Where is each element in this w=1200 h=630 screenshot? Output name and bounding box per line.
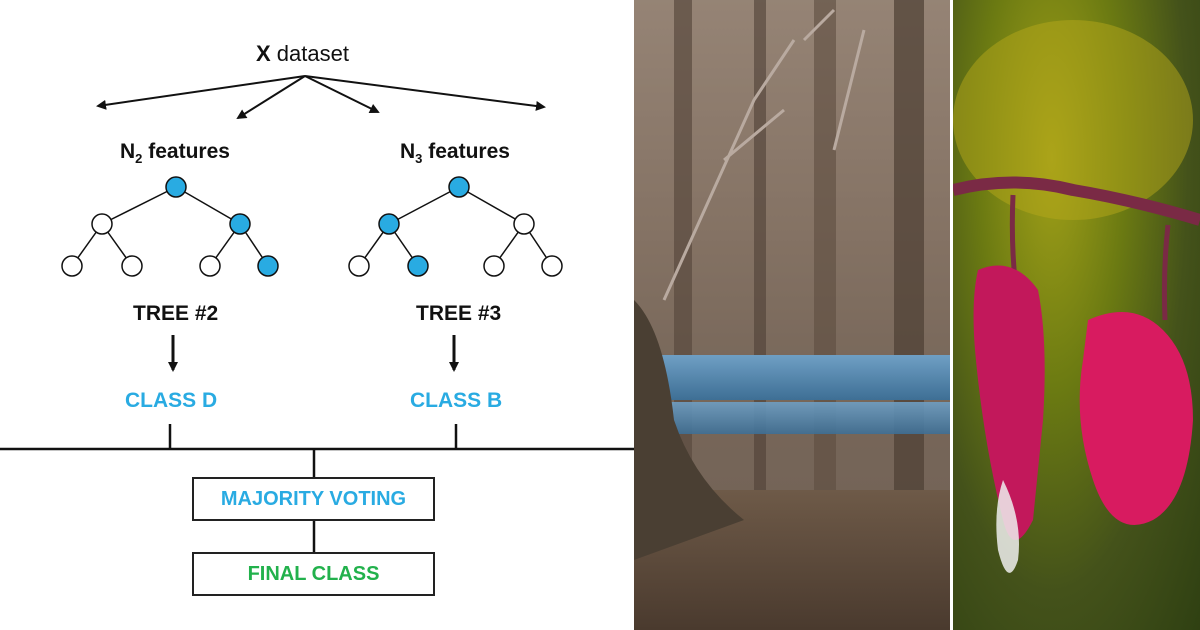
dataset-label: X dataset — [256, 41, 349, 67]
tree-2-label: TREE #2 — [133, 302, 219, 325]
tree-3-class: CLASS B — [410, 389, 503, 412]
tree-3-label: TREE #3 — [416, 302, 502, 325]
feature-n: N — [120, 140, 136, 163]
dataset-arrows — [96, 75, 546, 120]
dataset-text: dataset — [270, 41, 349, 66]
tree-node — [541, 255, 563, 277]
tree-3-features-label: N3 features — [400, 140, 510, 166]
forest-with-guardrail-photo — [634, 0, 950, 630]
tree-3-nodes — [348, 176, 563, 277]
photo-divider — [950, 0, 953, 630]
tree-2-class: CLASS D — [125, 389, 218, 412]
dataset-x: X — [256, 41, 271, 66]
tree-node-active — [448, 176, 470, 198]
tree-node — [121, 255, 143, 277]
aggregation-lines — [0, 424, 634, 552]
tree-2-nodes — [61, 176, 279, 277]
tree-node — [483, 255, 505, 277]
random-forest-diagram: X dataset N2 features N3 features TREE #… — [0, 41, 634, 596]
tree-node-active — [165, 176, 187, 198]
tree-node-active — [229, 213, 251, 235]
feature-n: N — [400, 140, 416, 163]
tree-node-active — [407, 255, 429, 277]
tree-node — [348, 255, 370, 277]
tree-node — [199, 255, 221, 277]
feature-subscript: 3 — [415, 151, 423, 167]
flower-photo-art — [953, 20, 1200, 573]
tree-node-active — [257, 255, 279, 277]
diagram-lines — [0, 75, 634, 552]
tree-node-active — [378, 213, 400, 235]
feature-text: features — [142, 140, 230, 163]
tree-to-class-arrows — [168, 335, 459, 372]
bleeding-heart-flower-photo — [953, 0, 1200, 630]
tree-2-features-label: N2 features — [120, 140, 230, 166]
tree-node — [91, 213, 113, 235]
tree-node — [513, 213, 535, 235]
feature-subscript: 2 — [135, 151, 143, 167]
forest-photo-art — [634, 0, 950, 630]
tree-edges — [71, 186, 553, 267]
final-class-box: FINAL CLASS — [192, 552, 435, 596]
majority-voting-box: MAJORITY VOTING — [192, 477, 435, 521]
feature-text: features — [422, 140, 510, 163]
tree-node — [61, 255, 83, 277]
